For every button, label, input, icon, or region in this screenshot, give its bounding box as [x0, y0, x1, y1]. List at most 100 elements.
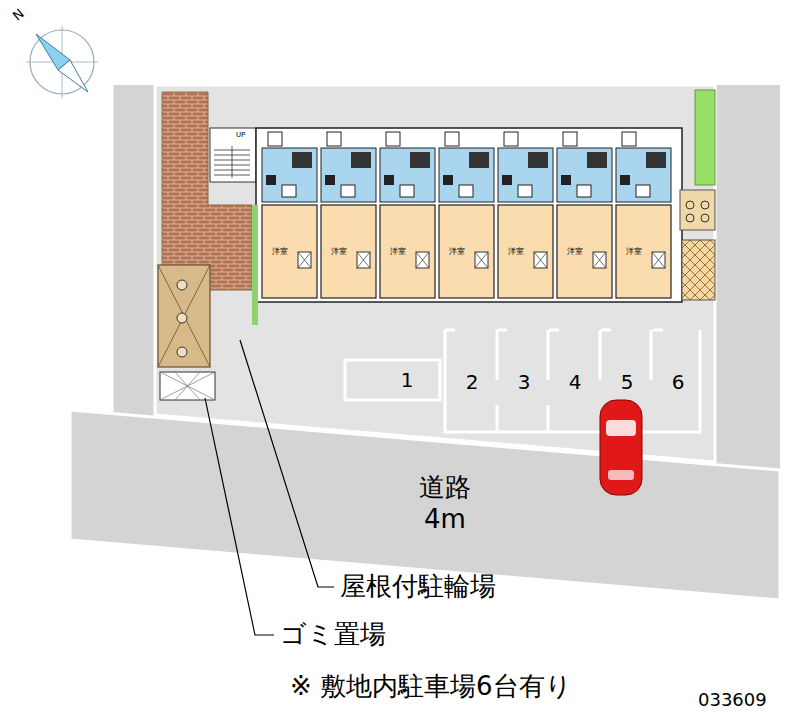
door: [268, 132, 282, 146]
door: [386, 132, 400, 146]
fixture: [587, 152, 607, 168]
fixture: [620, 175, 630, 185]
space-number: 6: [672, 370, 685, 395]
closet: [475, 252, 488, 268]
room-label: 洋室: [567, 247, 583, 257]
closet: [416, 252, 429, 268]
note: ※ 敷地内駐車場6台有り: [290, 672, 572, 701]
wet-area: [262, 148, 317, 202]
closet: [357, 252, 370, 268]
room-label: 洋室: [449, 247, 465, 257]
closet: [593, 252, 606, 268]
stair-direction: UP: [236, 132, 245, 140]
space-number: 2: [466, 370, 479, 395]
fixture: [469, 152, 489, 168]
fixture: [518, 185, 532, 197]
room: 洋室: [439, 240, 475, 264]
north-mark: N: [11, 7, 28, 24]
fixture: [325, 175, 335, 185]
wet-area: [557, 148, 612, 202]
space-number: 1: [401, 368, 414, 393]
parking-space: 5: [606, 364, 648, 400]
room: 洋室: [616, 240, 652, 264]
wet-area: [616, 148, 671, 202]
parking-lines: [345, 330, 700, 432]
room: 洋室: [321, 240, 357, 264]
apartment-building: [252, 128, 682, 325]
fixture: [561, 175, 571, 185]
room-floor: [380, 205, 435, 298]
bicycle-rack: [680, 190, 715, 230]
closet: [534, 252, 547, 268]
road-label: 道路 4m: [415, 471, 475, 536]
room-floor: [321, 205, 376, 298]
door: [504, 132, 518, 146]
closet: [298, 252, 311, 268]
room-floor: [498, 205, 553, 298]
door: [563, 132, 577, 146]
room-label: 洋室: [508, 247, 524, 257]
parking-space: 1: [390, 362, 424, 398]
closet: [416, 252, 429, 268]
closet: [652, 252, 665, 268]
space-number: 5: [621, 370, 634, 395]
car: [600, 400, 642, 495]
brick-paving: [162, 92, 252, 290]
wet-area: [380, 148, 435, 202]
callout-label: 屋根付駐輪場: [340, 572, 496, 601]
wet-area: [498, 148, 553, 202]
callout-label: ゴミ置場: [280, 620, 386, 649]
room-floor: [616, 205, 671, 298]
room-floor: [557, 205, 612, 298]
space-number: 4: [569, 370, 582, 395]
closet: [593, 252, 606, 268]
parking-space: 2: [451, 364, 493, 400]
room-label: 洋室: [390, 247, 406, 257]
door: [445, 132, 459, 146]
hedge: [695, 90, 715, 185]
closet: [357, 252, 370, 268]
compass: [26, 26, 98, 98]
room-label: 洋室: [331, 247, 347, 257]
parking-space: 6: [657, 364, 699, 400]
space-number: 3: [518, 370, 531, 395]
fixture: [528, 152, 548, 168]
room: 洋室: [380, 240, 416, 264]
reference-number: 033609: [698, 690, 767, 710]
bike-shed: [158, 265, 210, 367]
trash-area: [160, 372, 215, 400]
wet-area: [439, 148, 494, 202]
fixture: [384, 175, 394, 185]
room-floor: [262, 205, 317, 298]
fixture: [502, 175, 512, 185]
closet: [652, 252, 665, 268]
room: 洋室: [262, 240, 298, 264]
road: 道路 4m: [410, 466, 480, 540]
stairs: [210, 128, 256, 182]
leader-line: [205, 398, 274, 635]
fixture: [459, 185, 473, 197]
door: [327, 132, 341, 146]
closet: [475, 252, 488, 268]
parking-space: 4: [554, 364, 596, 400]
fixture: [341, 185, 355, 197]
fixture: [266, 175, 276, 185]
storage: [682, 240, 715, 300]
closet: [534, 252, 547, 268]
room-label: 洋室: [272, 247, 288, 257]
fixture: [636, 185, 650, 197]
fixture: [646, 152, 666, 168]
closet: [298, 252, 311, 268]
fixture: [410, 152, 430, 168]
fixture: [400, 185, 414, 197]
wet-area: [321, 148, 376, 202]
parking-space: 3: [503, 364, 545, 400]
room: 洋室: [498, 240, 534, 264]
room-floor: [439, 205, 494, 298]
fixture: [577, 185, 591, 197]
room: 洋室: [557, 240, 593, 264]
fixture: [443, 175, 453, 185]
leader-line: [240, 340, 334, 587]
